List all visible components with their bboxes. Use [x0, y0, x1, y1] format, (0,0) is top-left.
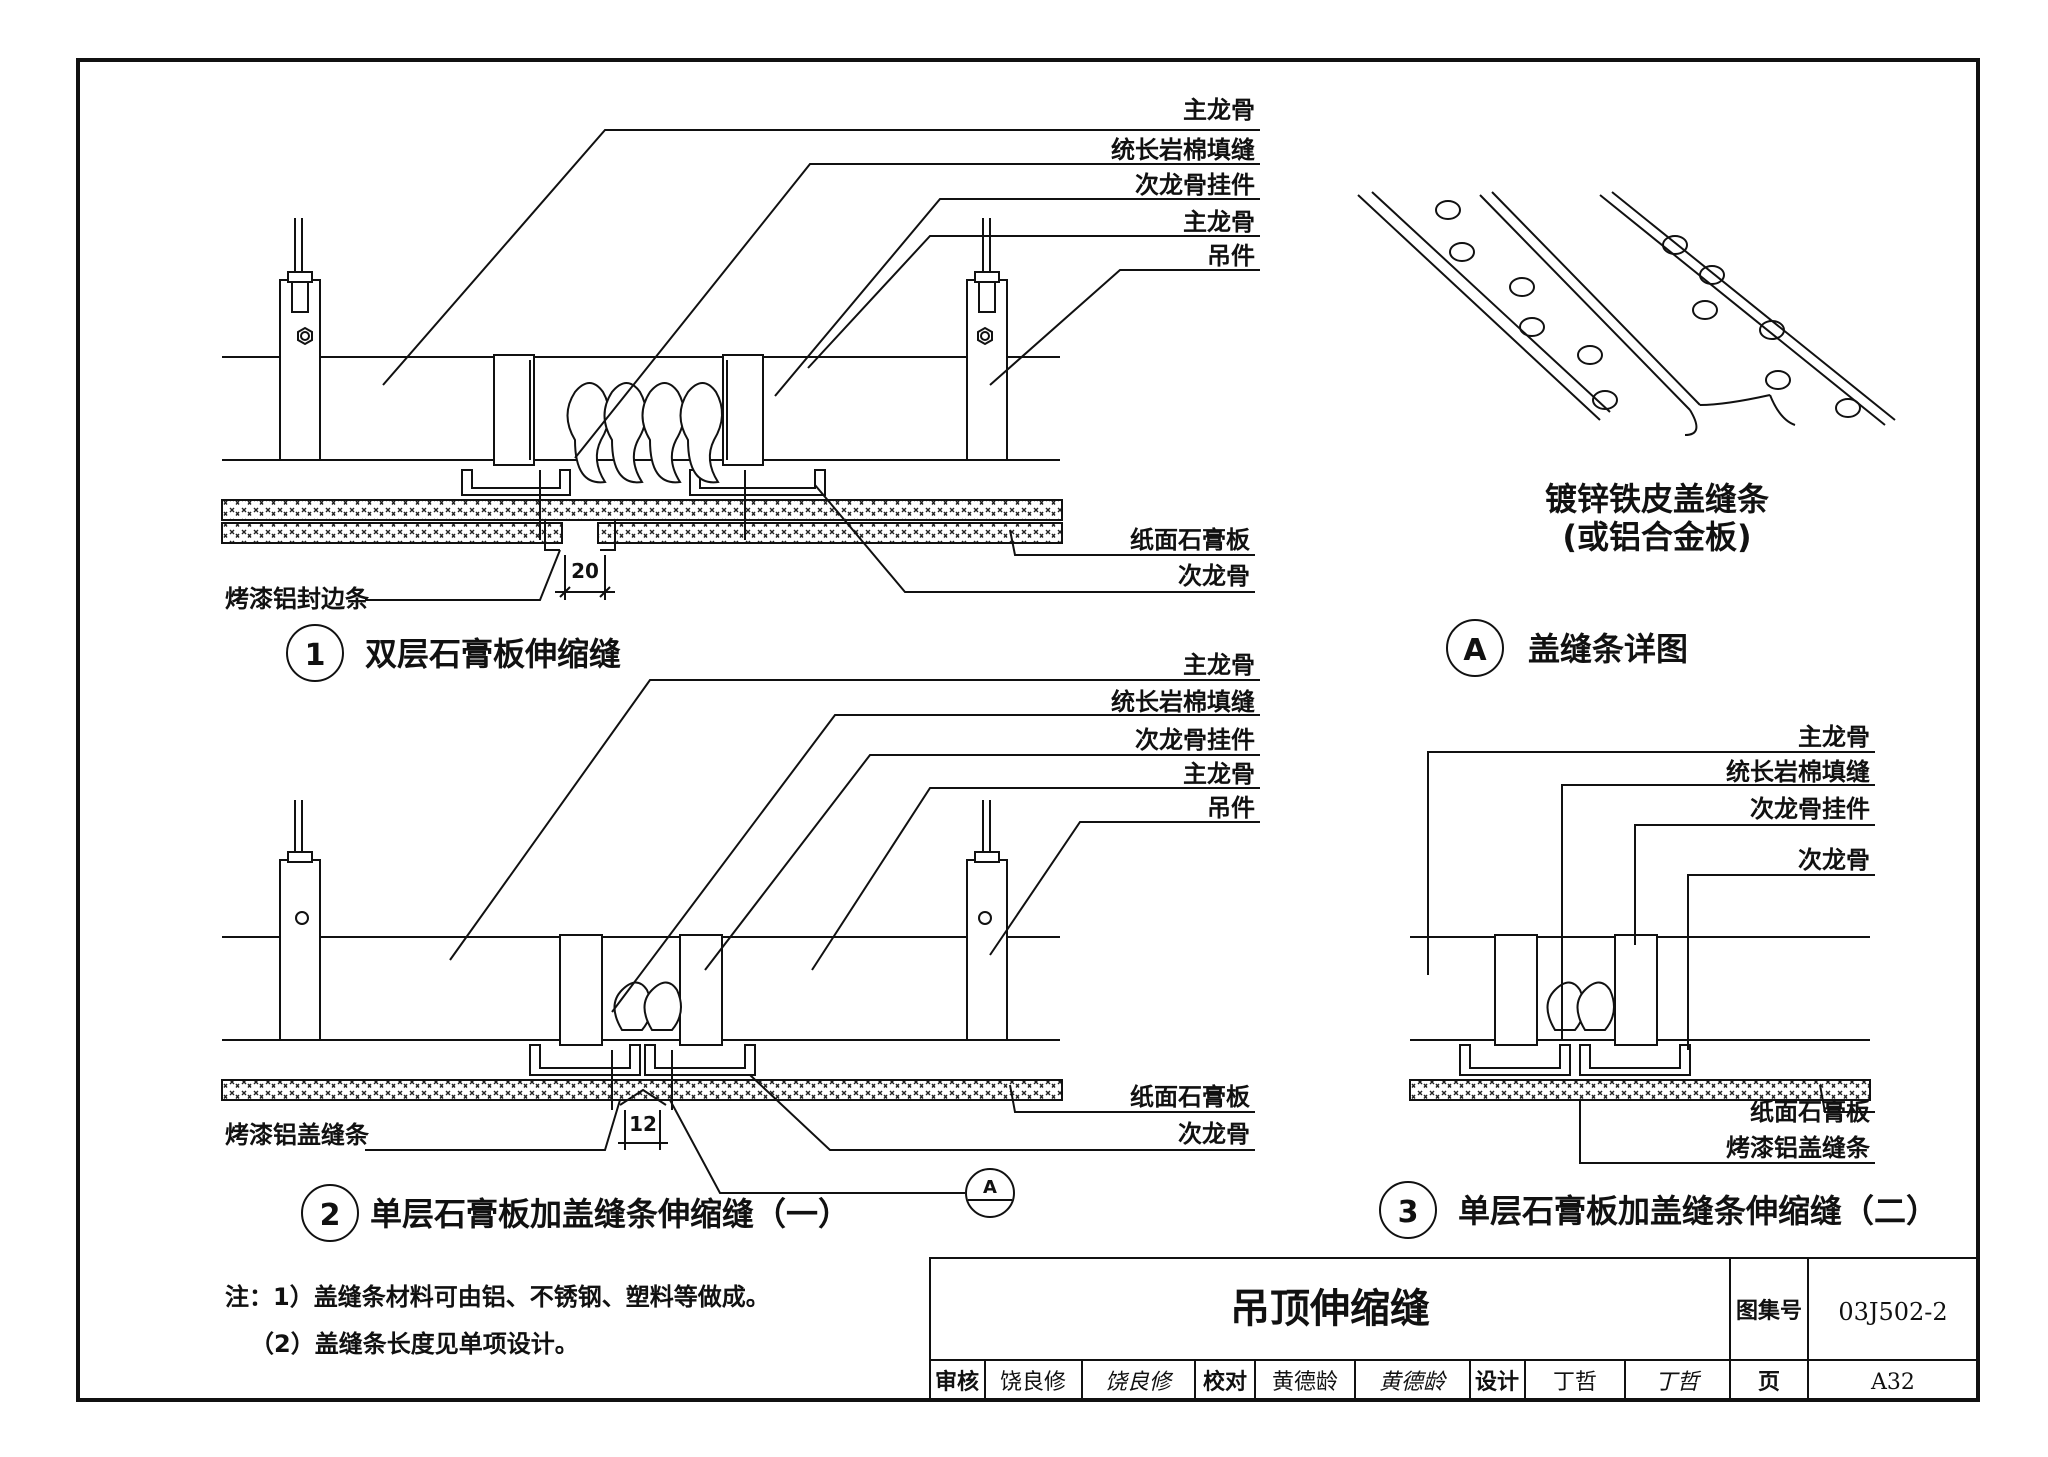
tb-reviewer: 饶良修: [1000, 1370, 1066, 1395]
d2-label-cross-runner: 次龙骨: [1178, 1120, 1250, 1148]
note-line-1: 注：1）盖缝条材料可由铝、不锈钢、塑料等做成。: [225, 1283, 770, 1311]
d2-dimension: 12: [629, 1112, 657, 1136]
tb-drawing-title: 吊顶伸缩缝: [1230, 1286, 1430, 1332]
d2-marker: 2: [320, 1198, 341, 1233]
detail-a-drawing: [1357, 191, 1896, 436]
d1-dimension: 20: [571, 559, 599, 583]
tb-design-label: 设计: [1475, 1370, 1519, 1395]
d3-title: 单层石膏板加盖缝条伸缩缝（二）: [1458, 1192, 1938, 1230]
d2-label-cover-strip: 烤漆铝盖缝条: [225, 1121, 370, 1149]
tb-page-no: A32: [1870, 1370, 1915, 1395]
tb-checker-sign: 黄德龄: [1379, 1370, 1448, 1395]
da-marker: A: [1463, 633, 1487, 668]
d2-label-main-runner-2: 主龙骨: [1183, 760, 1255, 788]
da-title: 盖缝条详图: [1528, 630, 1688, 668]
title-block: [929, 1257, 1979, 1401]
d1-label-hanger-clip: 次龙骨挂件: [1135, 171, 1255, 199]
detail-3-drawing: [1409, 751, 1875, 1164]
tb-reviewer-sign: 饶良修: [1105, 1370, 1174, 1395]
detail-3-labels: 主龙骨 统长岩棉填缝 次龙骨挂件 次龙骨 纸面石膏板 烤漆铝盖缝条 3 单层石膏…: [1379, 723, 1938, 1239]
d2-label-board: 纸面石膏板: [1130, 1083, 1251, 1111]
da-marker-circle: [1446, 619, 1504, 677]
tb-review-label: 审核: [935, 1369, 979, 1395]
d2-title: 单层石膏板加盖缝条伸缩缝（一）: [370, 1195, 850, 1233]
notes: 注：1）盖缝条材料可由铝、不锈钢、塑料等做成。 （2）盖缝条长度见单项设计。: [225, 1283, 770, 1358]
d2-label-hanger: 吊件: [1207, 794, 1255, 822]
tb-designer: 丁哲: [1553, 1370, 1597, 1395]
d2-label-main-runner: 主龙骨: [1183, 651, 1255, 679]
d1-label-cross-runner: 次龙骨: [1178, 562, 1250, 590]
detail-a-holes: [1435, 200, 1861, 418]
detail-2-drawing: [221, 679, 1260, 1194]
d2-label-hanger-clip: 次龙骨挂件: [1135, 726, 1255, 754]
d3-label-wool: 统长岩棉填缝: [1726, 758, 1870, 786]
d3-label-hanger-clip: 次龙骨挂件: [1750, 795, 1870, 823]
tb-atlas-label: 图集号: [1736, 1298, 1802, 1324]
d2-ref-marker: A: [983, 1177, 997, 1198]
d3-marker: 3: [1398, 1195, 1419, 1230]
d1-label-main-runner: 主龙骨: [1183, 96, 1255, 124]
d2-label-wool: 统长岩棉填缝: [1111, 688, 1255, 716]
detail-1-drawing: [221, 129, 1260, 601]
d3-label-cross-runner: 次龙骨: [1798, 846, 1870, 874]
d1-marker: 1: [305, 638, 326, 673]
d3-label-main-runner: 主龙骨: [1798, 723, 1870, 751]
d1-label-wool: 统长岩棉填缝: [1111, 136, 1255, 164]
tb-checker: 黄德龄: [1272, 1370, 1338, 1395]
tb-check-label: 校对: [1203, 1369, 1247, 1395]
d3-marker-circle: [1379, 1181, 1437, 1239]
tb-designer-sign: 丁哲: [1655, 1370, 1702, 1395]
detail-2-labels: 主龙骨 统长岩棉填缝 次龙骨挂件 主龙骨 吊件 纸面石膏板 次龙骨 烤漆铝盖缝条…: [225, 651, 1255, 1242]
tb-atlas-no: 03J502-2: [1838, 1298, 1947, 1326]
detail-a-labels: 镀锌铁皮盖缝条 (或铝合金板) A 盖缝条详图: [1446, 480, 1769, 677]
d1-label-hanger: 吊件: [1207, 242, 1255, 270]
d3-label-board: 纸面石膏板: [1750, 1098, 1871, 1126]
tb-page-label: 页: [1758, 1370, 1780, 1395]
detail-1-labels: 主龙骨 统长岩棉填缝 次龙骨挂件 主龙骨 吊件 纸面石膏板 次龙骨 烤漆铝封边条…: [225, 96, 1255, 682]
d1-label-board: 纸面石膏板: [1130, 526, 1251, 554]
d3-label-cover-strip: 烤漆铝盖缝条: [1726, 1134, 1871, 1162]
note-line-2: （2）盖缝条长度见单项设计。: [250, 1330, 579, 1358]
d1-marker-circle: [286, 624, 344, 682]
d2-marker-circle: [301, 1184, 359, 1242]
d1-label-main-runner-2: 主龙骨: [1183, 208, 1255, 236]
da-caption-1: 镀锌铁皮盖缝条: [1545, 480, 1769, 518]
d1-title: 双层石膏板伸缩缝: [365, 635, 621, 673]
title-block-text: 吊顶伸缩缝 图集号 03J502-2 审核 饶良修 饶良修 校对 黄德龄 黄德龄…: [935, 1286, 1948, 1395]
d2-ref-circle: [965, 1168, 1015, 1218]
da-caption-2: (或铝合金板): [1562, 518, 1751, 556]
d1-label-edge-trim: 烤漆铝封边条: [225, 585, 370, 613]
